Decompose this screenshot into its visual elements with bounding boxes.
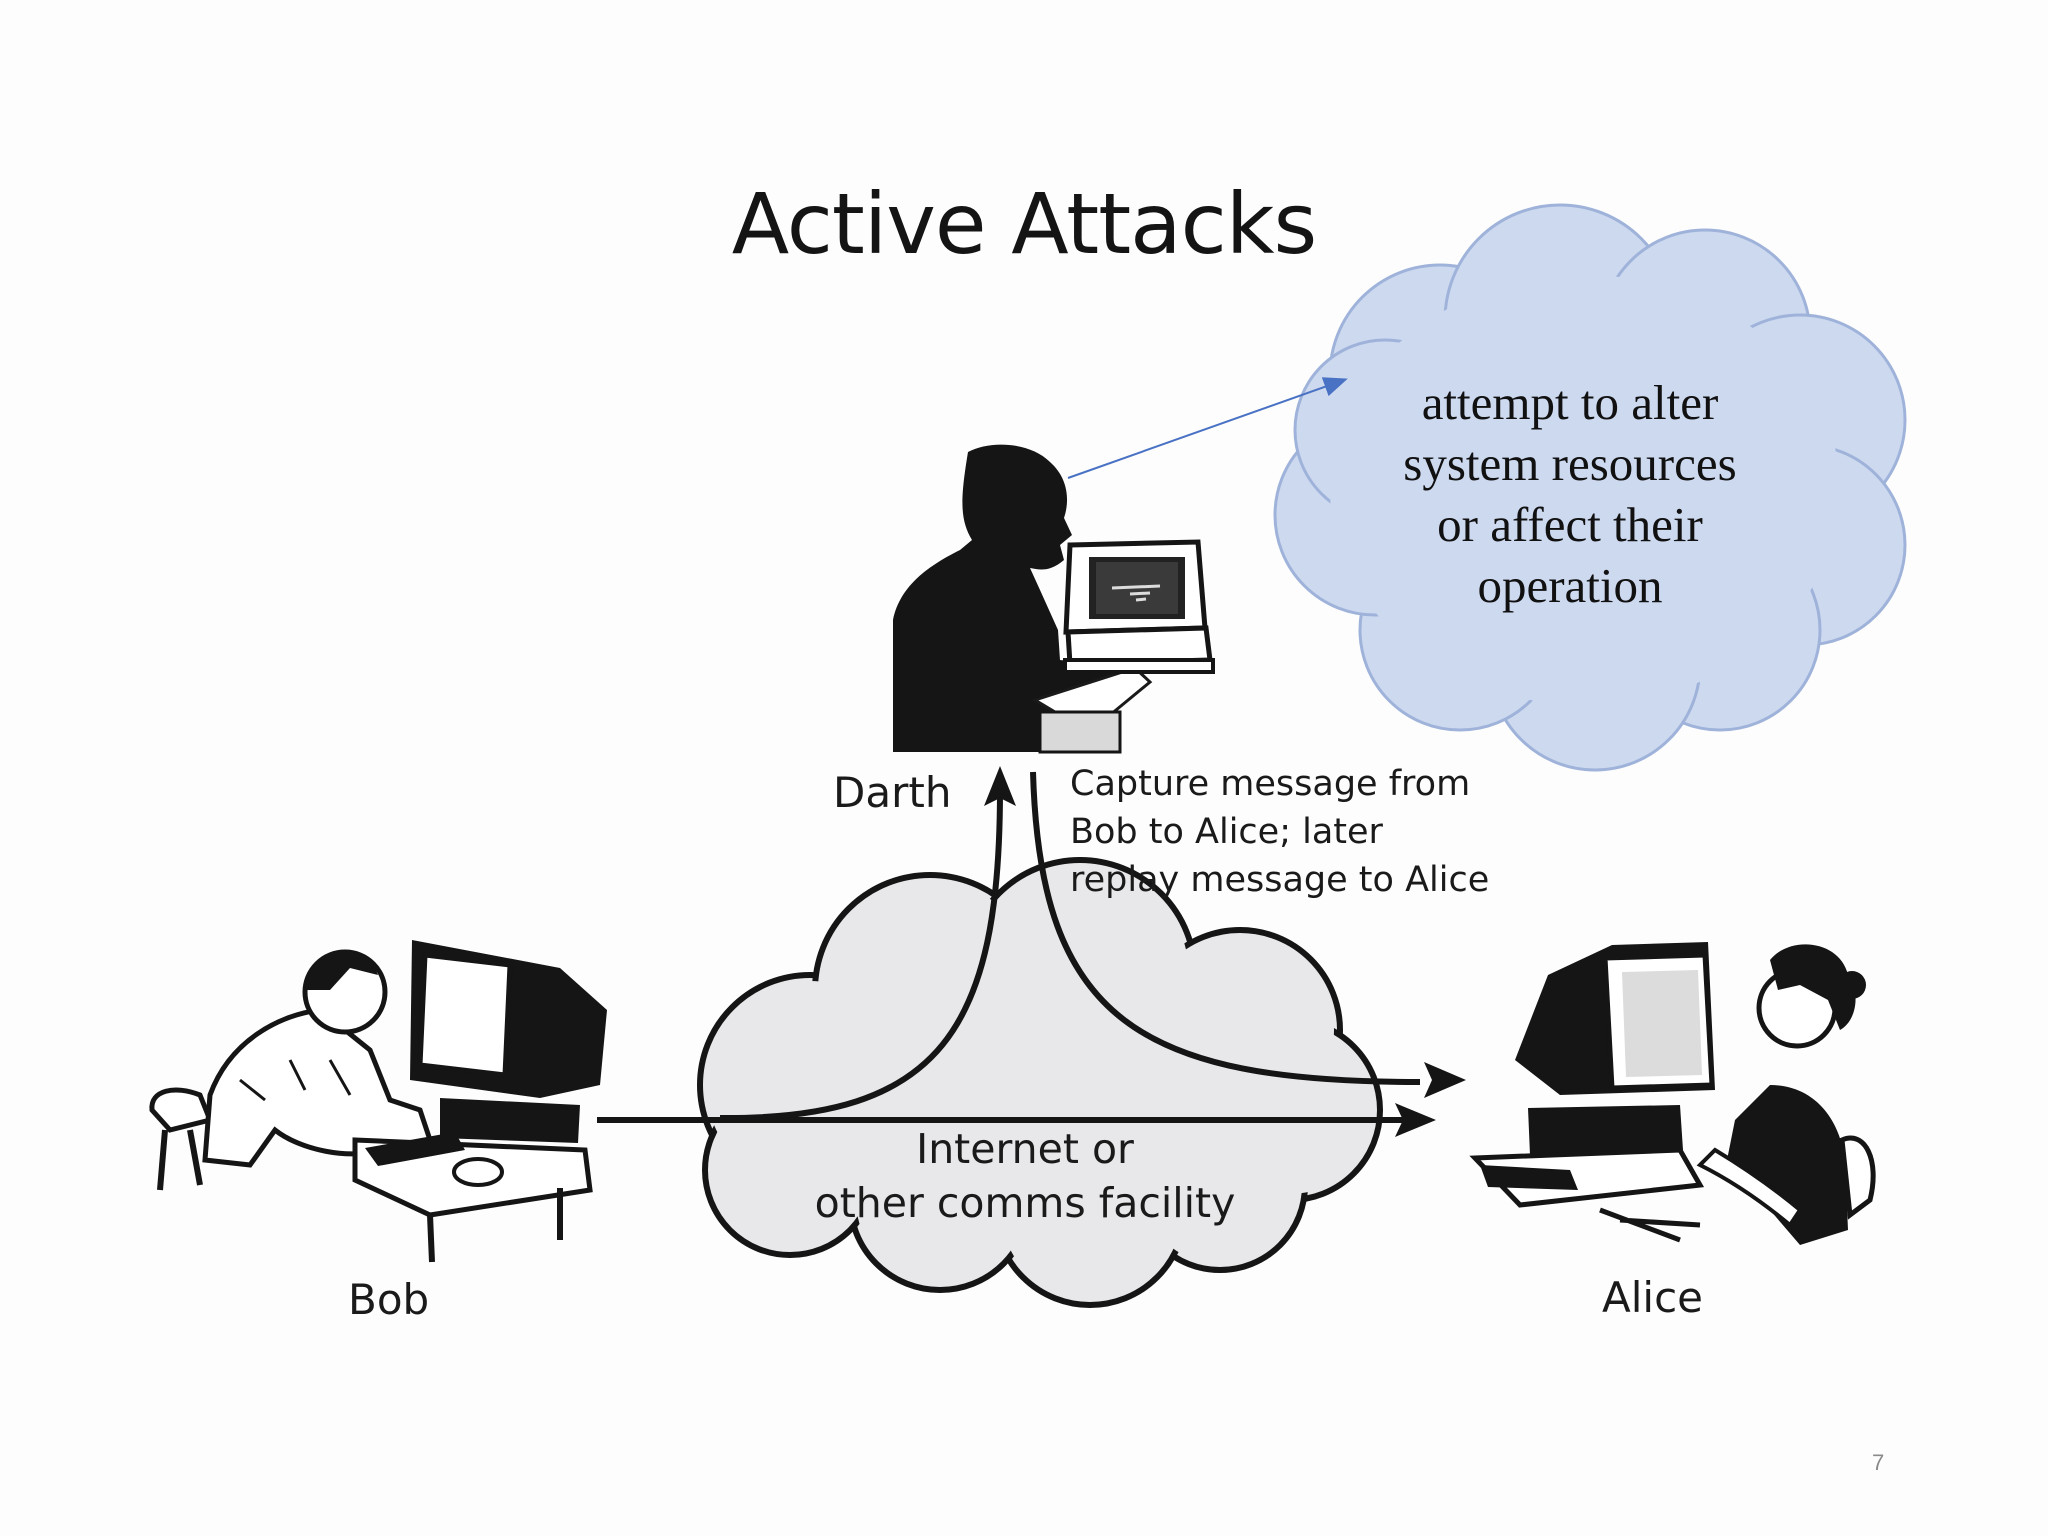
network-line: Internet or [916, 1125, 1134, 1173]
capture-line: replay message to Alice [1070, 860, 1490, 900]
replay-arrowhead [1424, 1062, 1466, 1098]
page-number: 7 [1872, 1450, 1885, 1475]
network-line: other comms facility [814, 1179, 1236, 1227]
callout-line: attempt to alter [1421, 375, 1719, 430]
callout-line: or affect their [1437, 497, 1703, 552]
darth-label: Darth [833, 768, 952, 817]
capture-line: Bob to Alice; later [1070, 812, 1383, 852]
capture-line: Capture message from [1070, 764, 1471, 804]
bob-label: Bob [348, 1275, 430, 1324]
bob-figure [149, 940, 607, 1263]
capture-annotation: Capture message from Bob to Alice; later… [1070, 760, 1489, 904]
network-label: Internet or other comms facility [790, 1122, 1260, 1230]
direct-arrowhead [1395, 1103, 1436, 1137]
slide-title: Active Attacks [731, 175, 1317, 273]
darth-figure [893, 444, 1215, 754]
replay-arrow [1030, 771, 1421, 1085]
capture-arrow [719, 789, 1003, 1122]
callout-line: operation [1477, 558, 1663, 613]
callout-line: system resources [1403, 436, 1737, 491]
network-cloud [697, 857, 1383, 1308]
callout-pointer [1067, 377, 1348, 479]
message-arrows [597, 771, 1421, 1123]
alice-figure [1469, 942, 1876, 1245]
capture-arrowhead [984, 766, 1016, 806]
callout-text: attempt to alter system resources or aff… [1310, 372, 1830, 616]
alice-label: Alice [1602, 1273, 1704, 1322]
thought-cloud [1273, 203, 1907, 772]
